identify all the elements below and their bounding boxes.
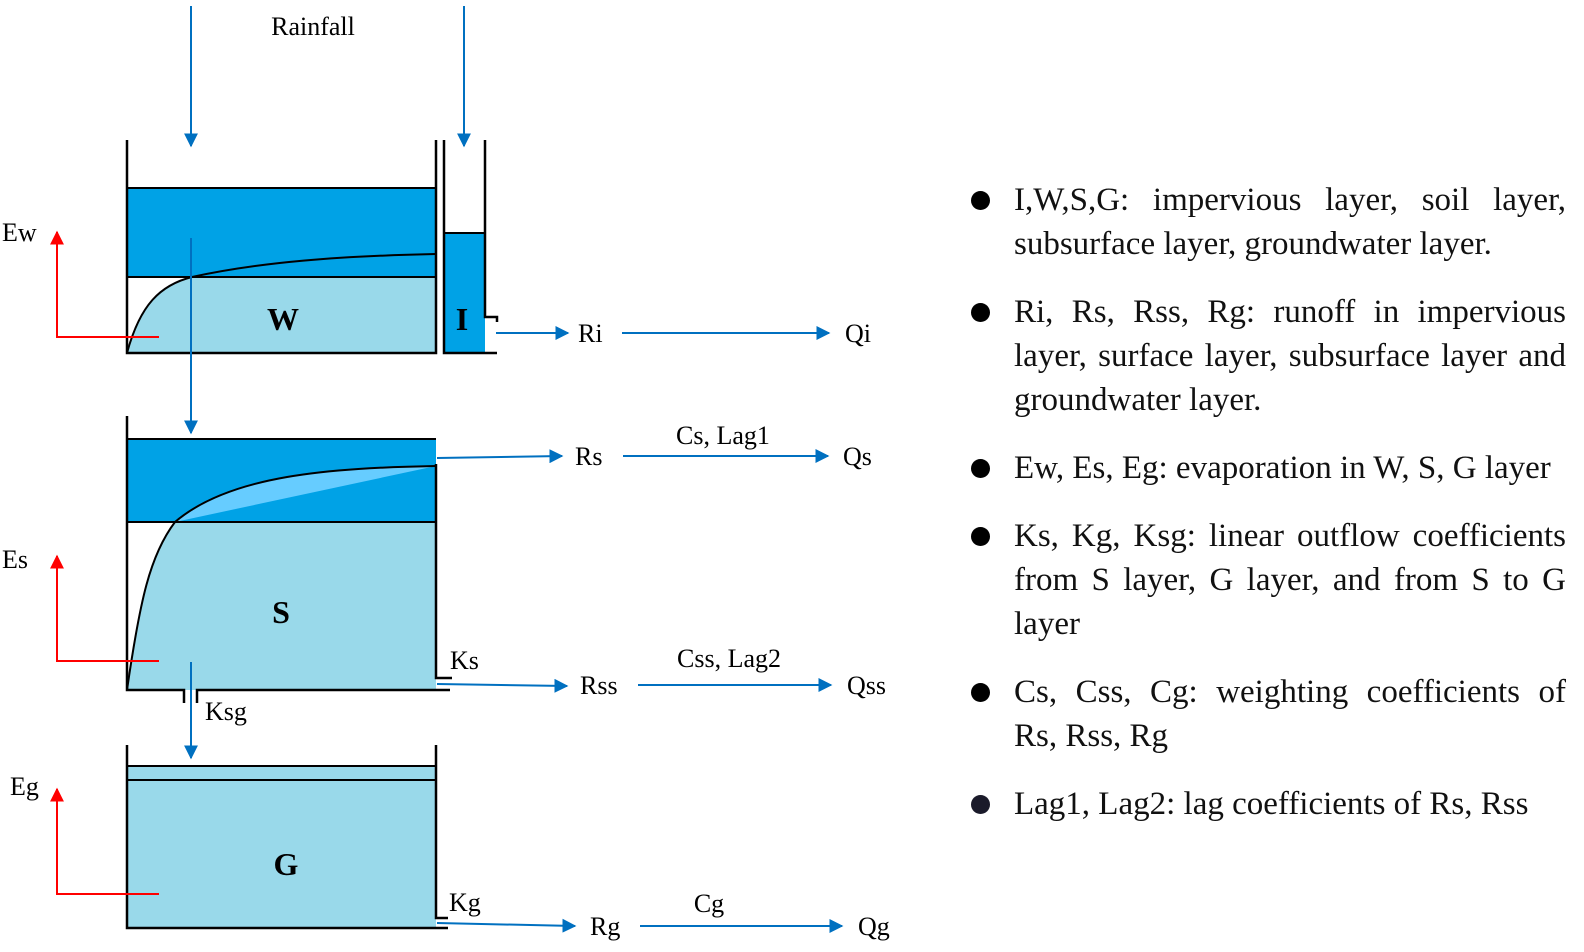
legend-item: Ew, Es, Eg: evaporation in W, S, G layer	[968, 446, 1566, 490]
ks-label: Ks	[450, 646, 479, 675]
legend-text: Ks, Kg, Ksg: linear outflow coefficients…	[1014, 518, 1566, 642]
legend-item: Cs, Css, Cg: weighting coefficients of R…	[968, 670, 1566, 758]
eg-arrow	[50, 787, 159, 895]
s-tank-label: S	[272, 594, 290, 630]
es-label: Es	[2, 545, 28, 574]
g-tank-label: G	[274, 846, 299, 882]
w-storage-curve	[126, 253, 437, 354]
legend-list: I,W,S,G: impervious layer, soil layer, s…	[968, 178, 1566, 850]
ksg-label: Ksg	[205, 697, 247, 726]
tank-model-diagram: W I S G Rainfall Ksg Ew Es Eg	[2, 6, 890, 941]
bullet-icon	[971, 795, 990, 814]
s-storage-curve	[126, 465, 437, 691]
qss-label: Qss	[847, 671, 886, 700]
w-light-water	[127, 277, 436, 353]
legend-text: Ew, Es, Eg: evaporation in W, S, G layer	[1014, 450, 1551, 486]
legend-text: Lag1, Lag2: lag coefficients of Rs, Rss	[1014, 786, 1529, 822]
s-tank: S	[125, 416, 452, 703]
bullet-icon	[971, 683, 990, 702]
s-light-water	[127, 522, 436, 690]
ri-label: Ri	[578, 319, 603, 348]
bullet-icon	[971, 303, 990, 322]
i-tank-label: I	[456, 301, 468, 337]
kg-label: Kg	[449, 888, 481, 917]
legend-item: Ks, Kg, Ksg: linear outflow coefficients…	[968, 514, 1566, 646]
legend-text: Cs, Css, Cg: weighting coefficients of R…	[1014, 674, 1566, 754]
bullet-icon	[971, 527, 990, 546]
qi-label: Qi	[845, 319, 871, 348]
cs-lag1-label: Cs, Lag1	[676, 421, 770, 450]
g-water	[127, 766, 436, 928]
legend-text: I,W,S,G: impervious layer, soil layer, s…	[1014, 182, 1566, 262]
w-tank-label: W	[267, 301, 299, 337]
ew-arrow	[50, 230, 159, 338]
qs-label: Qs	[843, 442, 872, 471]
bullet-icon	[971, 459, 990, 478]
i-tank: I	[442, 140, 499, 355]
cg-label: Cg	[694, 889, 724, 918]
s-tank-outline	[125, 416, 452, 703]
legend-item: I,W,S,G: impervious layer, soil layer, s…	[968, 178, 1566, 266]
s-dry-area	[127, 522, 175, 690]
i-tank-outline	[442, 140, 499, 355]
rainfall-label: Rainfall	[271, 12, 355, 41]
qg-label: Qg	[858, 912, 890, 941]
w-tank-outline	[125, 140, 438, 355]
g-tank-outline	[125, 745, 448, 930]
bullet-icon	[971, 191, 990, 210]
w-tank: W	[125, 140, 438, 355]
rs-label: Rs	[575, 442, 602, 471]
css-lag2-label: Css, Lag2	[677, 644, 781, 673]
legend-item: Ri, Rs, Rss, Rg: runoff in impervious la…	[968, 290, 1566, 422]
rg-arrow	[436, 918, 577, 933]
ew-label: Ew	[2, 218, 37, 247]
rss-label: Rss	[580, 671, 618, 700]
rss-arrow	[436, 678, 569, 693]
legend-text: Ri, Rs, Rss, Rg: runoff in impervious la…	[1014, 294, 1566, 418]
rg-label: Rg	[590, 912, 620, 941]
rs-arrow	[436, 449, 564, 464]
g-tank: G	[125, 745, 448, 930]
legend-item: Lag1, Lag2: lag coefficients of Rs, Rss	[968, 782, 1566, 826]
es-arrow	[50, 554, 159, 662]
w-dry-area	[127, 277, 192, 353]
eg-label: Eg	[10, 772, 39, 801]
i-water	[444, 233, 485, 353]
